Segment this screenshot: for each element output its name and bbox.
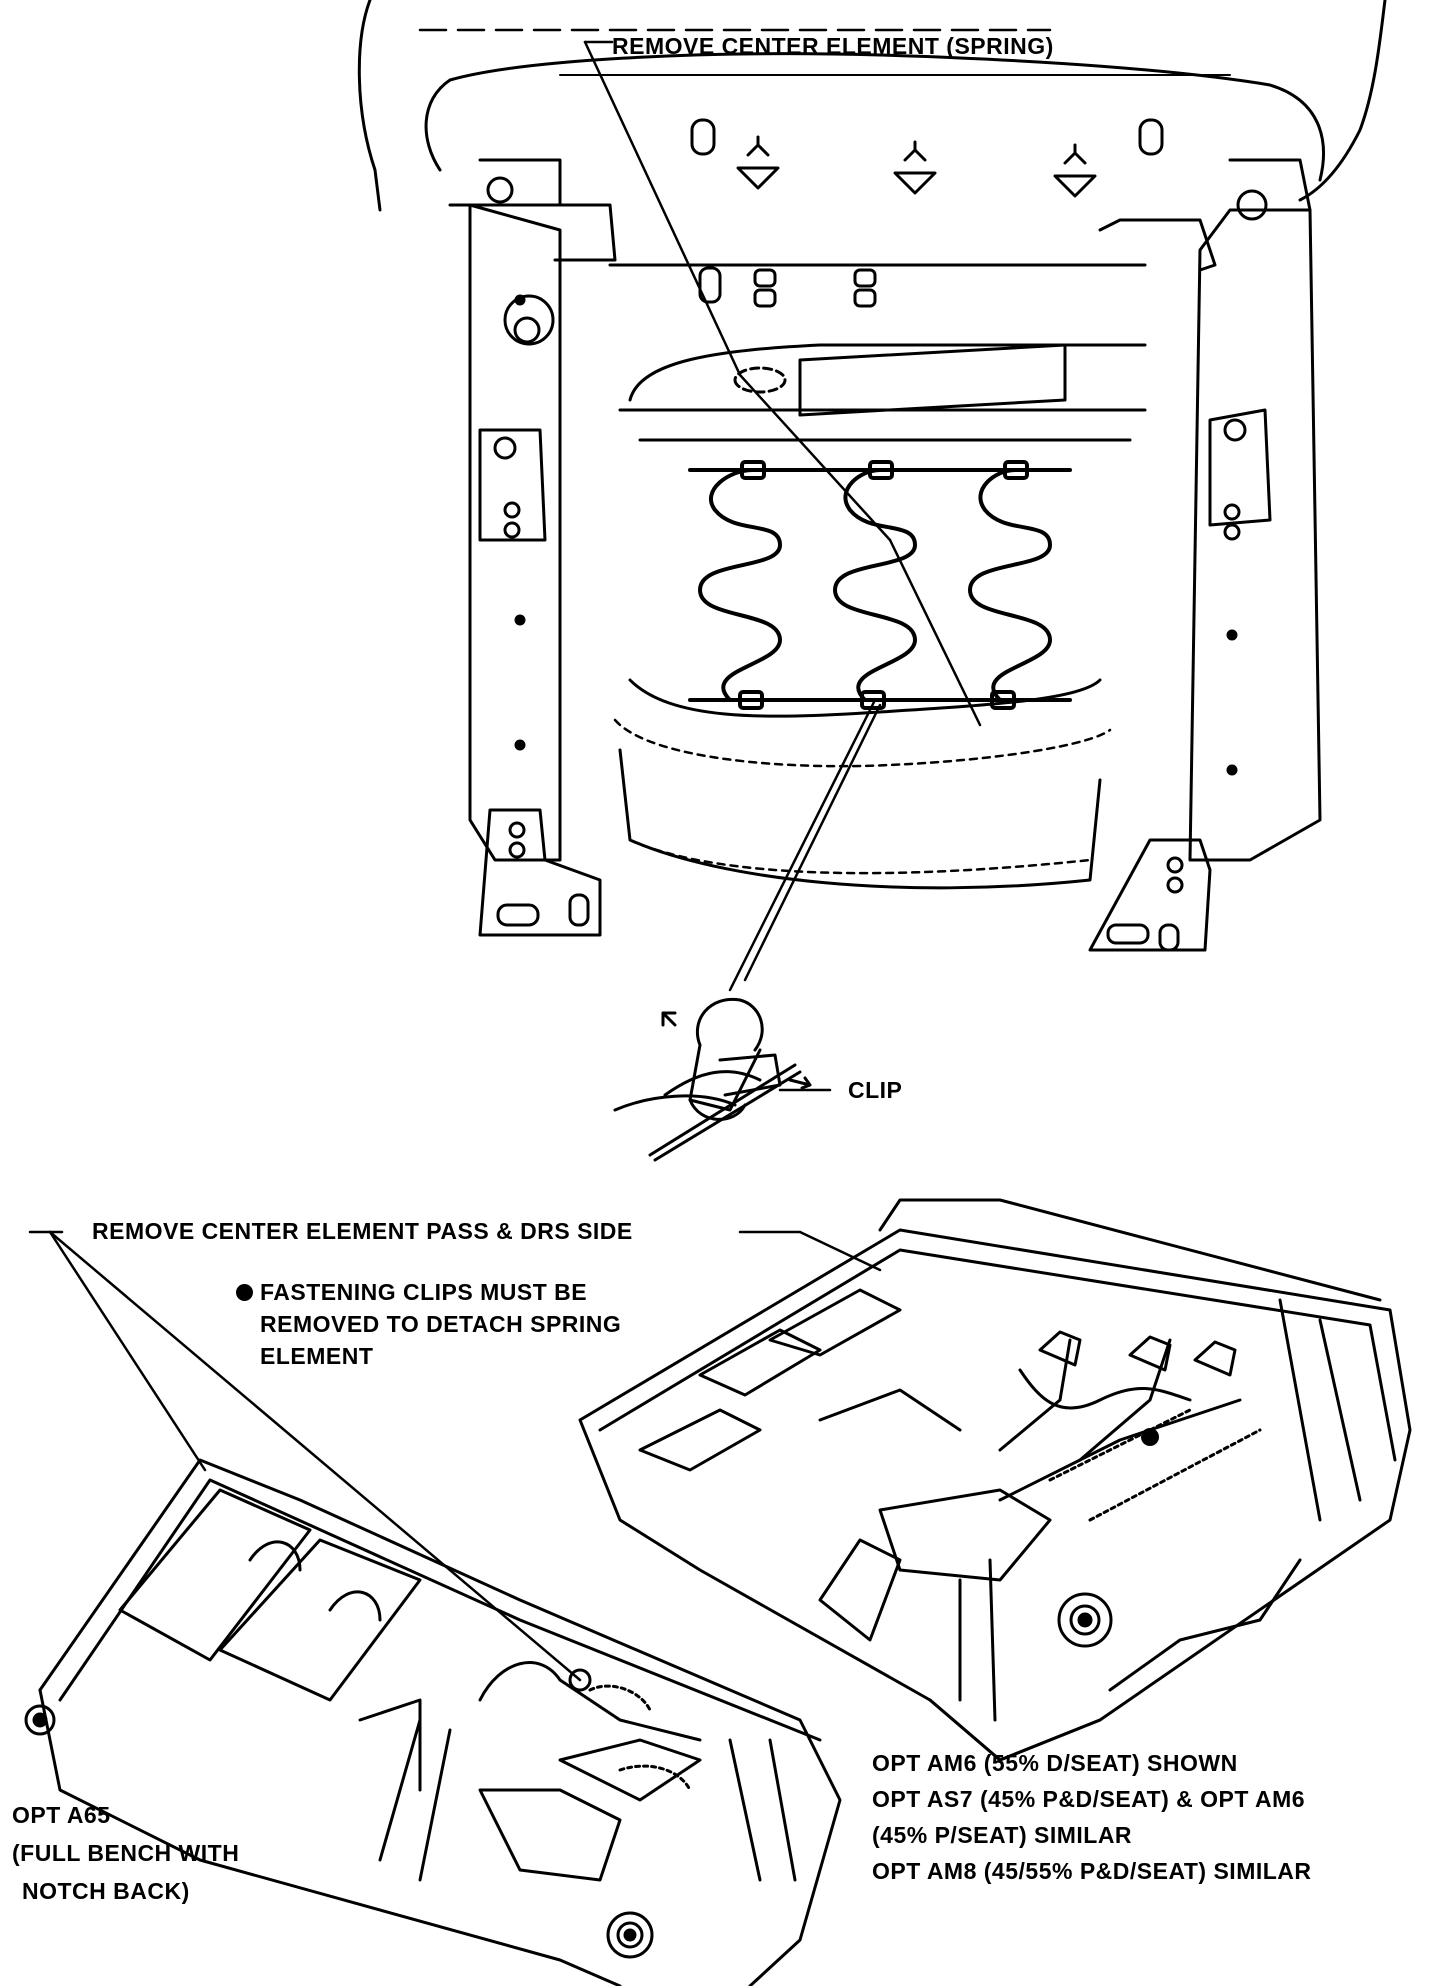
options-shown-line-1: OPT AM6 (55% D/SEAT) SHOWN xyxy=(872,1750,1238,1776)
seat-frame-top-view xyxy=(357,0,1387,952)
option-a65-line-1: OPT A65 xyxy=(12,1802,111,1828)
sinuous-springs xyxy=(688,460,1072,710)
options-shown-line-2: OPT AS7 (45% P&D/SEAT) & OPT AM6 xyxy=(872,1786,1306,1812)
seat-assembly-am6 xyxy=(578,1198,1412,1762)
leader-lines-top xyxy=(583,40,982,992)
option-a65-line-3: NOTCH BACK) xyxy=(22,1878,190,1904)
fastening-note: FASTENING CLIPS MUST BE REMOVED TO DETAC… xyxy=(236,1276,621,1372)
options-shown-line-4: OPT AM8 (45/55% P&D/SEAT) SIMILAR xyxy=(872,1858,1312,1884)
fastening-note-text-1: FASTENING CLIPS MUST BE xyxy=(260,1279,588,1305)
leader-lines-bottom xyxy=(28,1230,882,1682)
hook-fixture xyxy=(893,140,937,195)
fastening-note-line-3: ELEMENT xyxy=(260,1343,374,1369)
option-a65-line-2: (FULL BENCH WITH xyxy=(12,1840,240,1866)
hook-fixture xyxy=(1053,143,1097,198)
seat-assembly-a65 xyxy=(24,1458,842,1986)
fastening-note-line-2: REMOVED TO DETACH SPRING xyxy=(260,1311,622,1337)
label-remove-center-spring: REMOVE CENTER ELEMENT (SPRING) xyxy=(612,33,1054,59)
options-shown-note: OPT AM6 (55% D/SEAT) SHOWN OPT AS7 (45% … xyxy=(872,1745,1312,1889)
options-shown-line-3: (45% P/SEAT) SIMILAR xyxy=(872,1822,1133,1848)
fastening-note-line-1: FASTENING CLIPS MUST BE xyxy=(236,1276,621,1308)
clip-detail xyxy=(613,997,832,1162)
hook-fixture xyxy=(736,135,780,190)
bullet-icon xyxy=(236,1284,253,1301)
label-remove-center-pass-drs: REMOVE CENTER ELEMENT PASS & DRS SIDE xyxy=(92,1218,633,1244)
option-a65-note: OPT A65 (FULL BENCH WITH NOTCH BACK) xyxy=(12,1796,239,1910)
label-clip: CLIP xyxy=(848,1077,903,1103)
